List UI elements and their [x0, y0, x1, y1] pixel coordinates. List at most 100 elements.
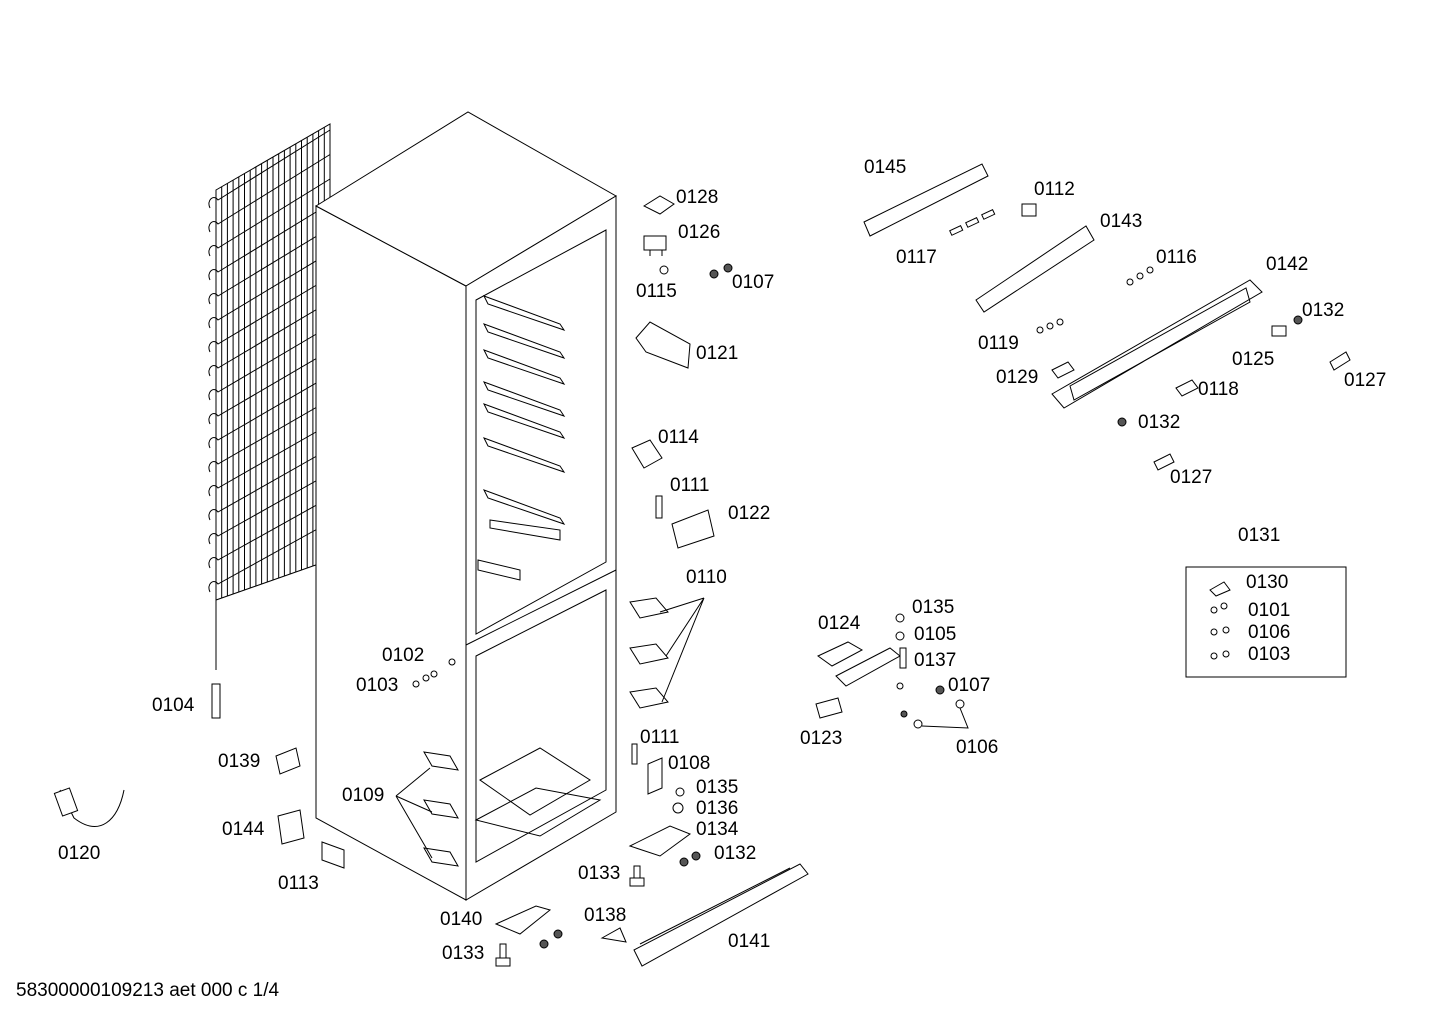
panel-0143: [975, 225, 1095, 313]
door-shelf: [482, 403, 566, 439]
label-0107-upper: 0107: [732, 272, 775, 293]
door-shelf: [482, 349, 566, 385]
label-0114: 0114: [658, 427, 699, 448]
bolt-0133-upper: [629, 865, 645, 887]
label-0106-kit: 0106: [1248, 622, 1291, 643]
cap-0138: [600, 927, 627, 943]
bushes-0135-0136: [672, 787, 685, 814]
label-0137: 0137: [914, 650, 957, 671]
screw-0107-center: [935, 685, 945, 695]
label-0112: 0112: [1034, 179, 1075, 200]
label-0116: 0116: [1156, 247, 1197, 268]
coil-tube: [208, 374, 331, 449]
label-0131: 0131: [1238, 525, 1281, 546]
label-0134: 0134: [696, 819, 739, 840]
switch-0111-lower: [631, 743, 638, 765]
part-0118: [1175, 379, 1199, 397]
base-grille-0141: [633, 863, 809, 967]
label-0123: 0123: [800, 728, 843, 749]
thermostat-0122: [671, 509, 715, 549]
cover-0113: [321, 841, 345, 869]
drawing-number: 58300000109213 aet 000 c 1/4: [16, 980, 280, 1001]
lamp-cover-0121: [635, 321, 691, 369]
label-0106-center: 0106: [956, 737, 999, 758]
hinge-group-0124-0137: [817, 613, 907, 690]
screws-0132-lower: [679, 851, 701, 867]
switch-0111-upper: [655, 495, 663, 519]
label-0143: 0143: [1100, 211, 1143, 232]
label-0127a: [1329, 351, 1351, 371]
box-0139: [275, 747, 301, 775]
label-0125: 0125: [1232, 349, 1275, 370]
part-0112: [1021, 203, 1037, 217]
label-0140: 0140: [440, 909, 483, 930]
clips-0117: [949, 208, 996, 236]
label-0110: 0110: [686, 567, 727, 588]
condenser-coil: [208, 123, 331, 719]
label-0115: 0115: [636, 281, 677, 302]
panel-0145: [863, 163, 989, 237]
label-0144: 0144: [222, 819, 265, 840]
inner-shelf: [477, 519, 561, 581]
label-0104: 0104: [152, 695, 195, 716]
label-0128: 0128: [676, 187, 719, 208]
label-0130: 0130: [1246, 572, 1289, 593]
screws-0107: [709, 263, 733, 279]
screws-0140: [539, 929, 563, 949]
coil-tube: [208, 276, 331, 353]
hinge-0134: [628, 825, 692, 857]
label-0119: 0119: [978, 333, 1019, 354]
label-0103-kit: 0103: [1248, 644, 1291, 665]
label-0127b: [1153, 453, 1175, 471]
coil-tube: [208, 399, 331, 473]
feet-0109: [395, 751, 459, 867]
panel-frame-0142: [1051, 279, 1263, 409]
hinge-cover-0128: [642, 195, 675, 215]
label-0145: 0145: [864, 157, 907, 178]
coil-tube: [208, 203, 331, 281]
bolt-0133-lower: [495, 943, 511, 967]
seal-0108: [647, 757, 663, 795]
label-0121: 0121: [696, 343, 739, 364]
label-0118: 0118: [1198, 379, 1239, 400]
label-0107-center: 0107: [948, 675, 991, 696]
door-shelf: [482, 489, 566, 525]
knobs-0116: [1126, 266, 1154, 286]
coil-tube: [208, 301, 331, 377]
label-0133-upper: 0133: [578, 863, 621, 884]
box-0144: [277, 809, 305, 845]
label-0142: 0142: [1266, 254, 1309, 275]
coil-tube: [208, 129, 331, 209]
door-shelf: [482, 381, 566, 417]
coil-tube: [208, 472, 331, 545]
label-0126: 0126: [678, 222, 721, 243]
label-0138: 0138: [584, 905, 627, 926]
coil-tube: [208, 448, 331, 521]
label-0132-lower: 0132: [714, 843, 757, 864]
door-shelf: [482, 295, 566, 331]
block-0123: [815, 697, 843, 719]
screw-0132-upper: [1293, 315, 1303, 325]
hinge-0140: [494, 905, 552, 935]
label-0132-upper: 0132: [1302, 300, 1345, 321]
label-0132-mid: 0132: [1138, 412, 1181, 433]
label-0117: 0117: [896, 247, 937, 268]
coil-tube: [208, 252, 331, 329]
kit-box-0131: [1185, 566, 1347, 678]
coil-tube: [208, 423, 331, 497]
label-0109: 0109: [342, 785, 385, 806]
label-0135-center: 0135: [912, 597, 955, 618]
label-0141: 0141: [728, 931, 771, 952]
label-0136: 0136: [696, 798, 739, 819]
coil-tube: [208, 521, 331, 593]
cabinet-body: [314, 111, 617, 901]
label-0129: 0129: [996, 367, 1039, 388]
bracket-0126: [643, 235, 667, 256]
coil-tube: [208, 178, 331, 257]
coil-tube: [208, 154, 331, 233]
label-0135-lower: 0135: [696, 777, 739, 798]
label-0122: 0122: [728, 503, 771, 524]
coil-tube: [208, 497, 331, 569]
label-0120: 0120: [58, 843, 101, 864]
